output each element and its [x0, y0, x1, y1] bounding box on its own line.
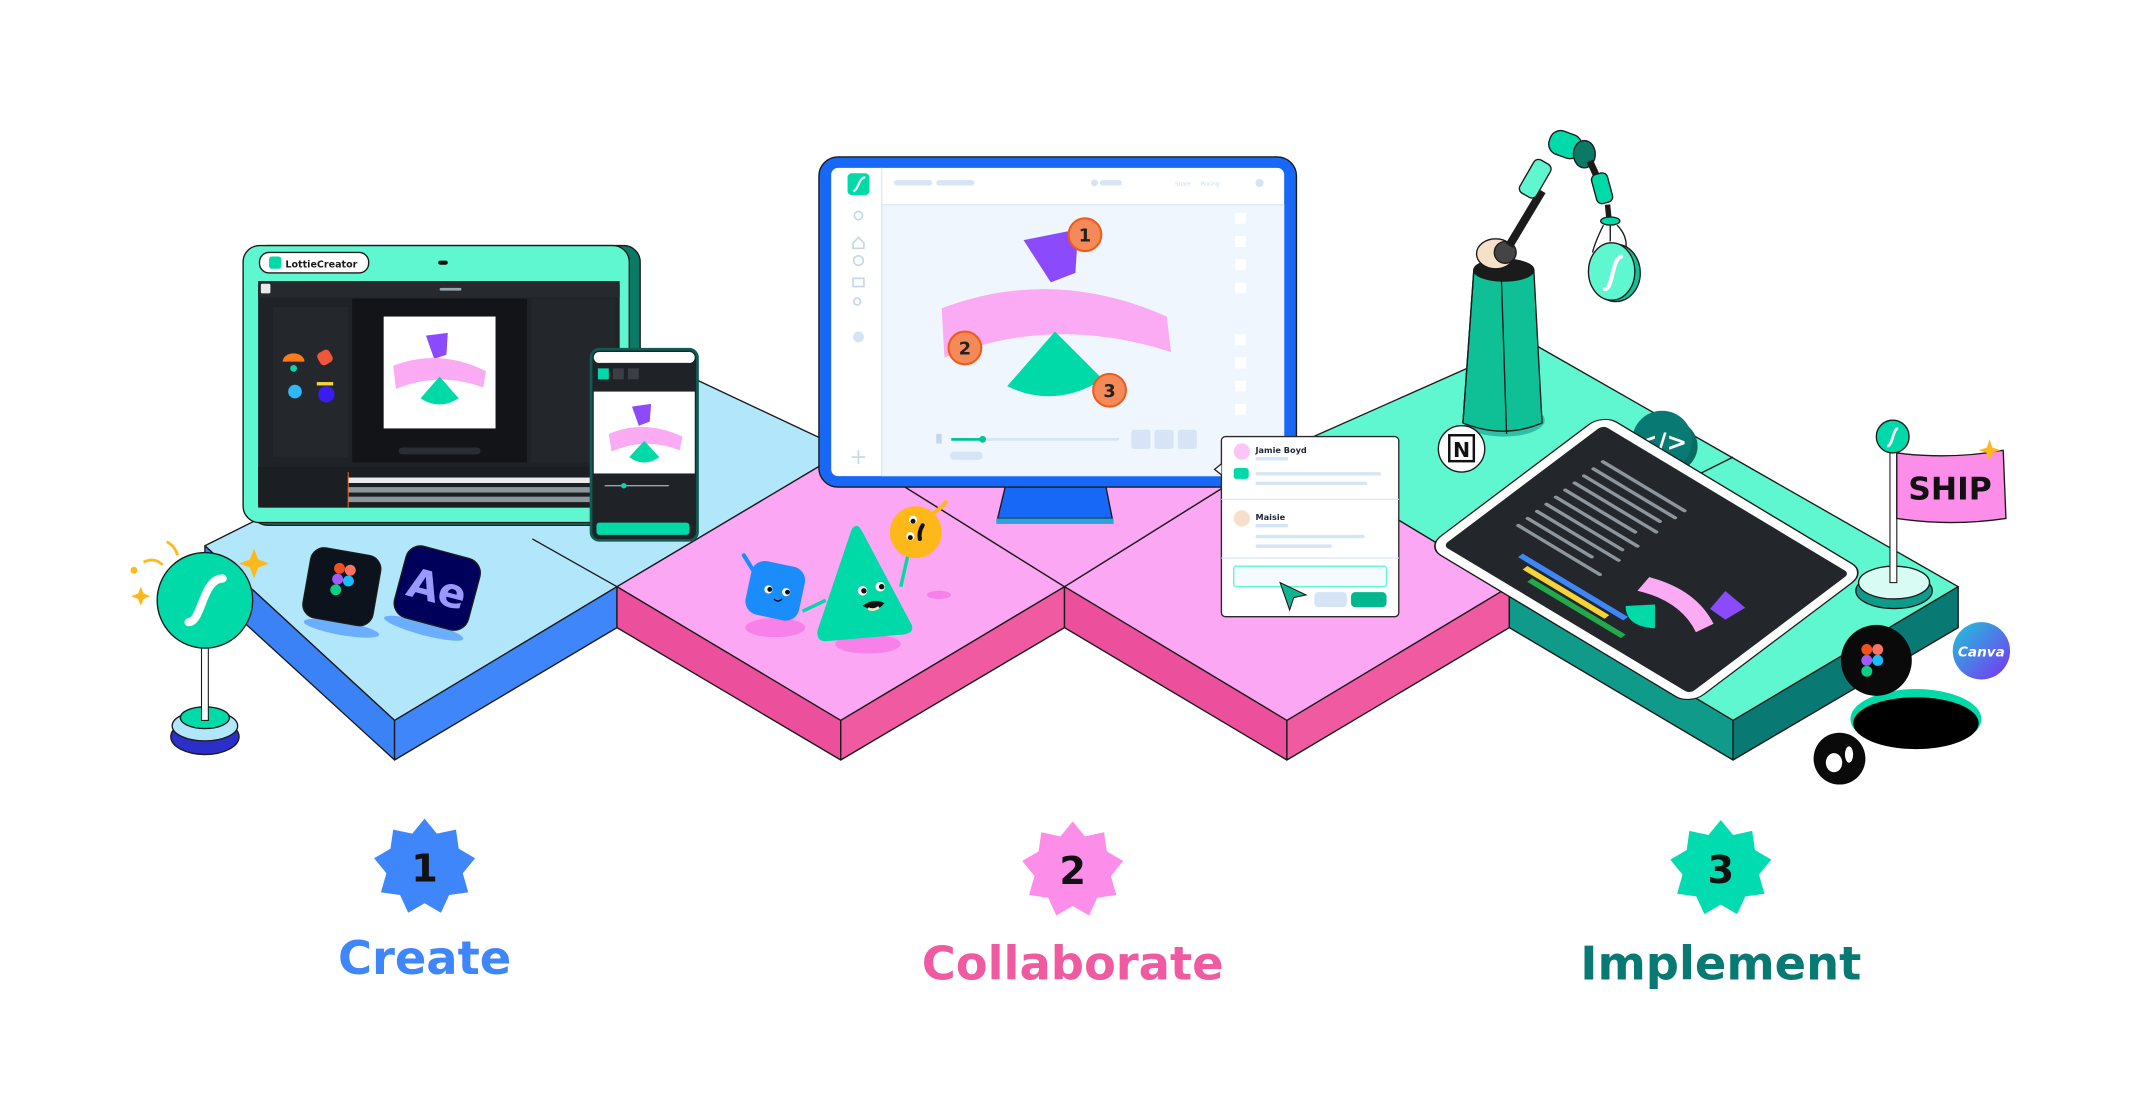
framer-icon [1813, 732, 1866, 785]
cancel-button[interactable] [1314, 592, 1347, 608]
ship-label: SHIP [1908, 471, 1992, 507]
step-implement: 3 Implement [1580, 820, 1861, 991]
pricing-link[interactable]: Pricing [1201, 182, 1219, 188]
asset-thumbnails [282, 349, 335, 403]
svg-text:3: 3 [1103, 382, 1115, 402]
portal-hole [1853, 697, 1979, 750]
search-icon[interactable] [853, 210, 864, 221]
svg-text:1: 1 [411, 847, 438, 891]
green-triangle-character [817, 525, 913, 642]
laptop-brand-label: LottieCreator [285, 259, 357, 270]
breadcrumb [893, 180, 933, 186]
yellow-character [889, 500, 948, 559]
green-shape [1007, 331, 1103, 397]
comment-maisie[interactable]: Maisie [1233, 510, 1365, 548]
collaborate-section: Share Pricing 1 2 [741, 156, 1400, 654]
comment-input[interactable] [1233, 565, 1388, 588]
figma-icon [302, 547, 382, 638]
svg-text:3: 3 [1707, 849, 1734, 893]
step-create: 1 Create [338, 818, 511, 985]
lottie-logo-icon [184, 574, 227, 627]
svg-text:1: 1 [1079, 227, 1091, 247]
laptop-lottie-creator: LottieCreator [242, 244, 641, 526]
svg-text:2: 2 [959, 340, 971, 360]
lottiecreator-badge: LottieCreator [258, 251, 370, 274]
step-label-implement: Implement [1580, 937, 1861, 991]
comment-marker-1[interactable]: 1 [1067, 217, 1103, 253]
tablet [1434, 418, 1859, 701]
share-button[interactable]: Share [1175, 182, 1191, 188]
canva-icon: Canva [1952, 622, 2011, 680]
comment-marker-2[interactable]: 2 [947, 330, 983, 366]
characters [741, 500, 952, 654]
badge-1 [374, 818, 476, 913]
pause-button[interactable] [936, 433, 942, 444]
step-label-create: Create [338, 931, 511, 985]
figma-ball-icon [1840, 624, 1912, 696]
comment-jamie-boyd[interactable]: Jamie Boyd [1233, 443, 1382, 486]
lottie-logo-icon [1602, 254, 1624, 292]
robot-arm [1462, 129, 1641, 437]
cursor-icon [1279, 581, 1308, 612]
comment-marker-3[interactable]: 3 [1092, 372, 1127, 408]
lottie-pin [130, 540, 270, 756]
user-avatar[interactable] [1255, 178, 1264, 187]
folder-icon[interactable] [852, 277, 865, 288]
purple-shape [1023, 229, 1079, 283]
blue-character [741, 553, 806, 621]
comment-author: Maisie [1256, 512, 1286, 522]
svg-text:Canva: Canva [1958, 644, 2005, 660]
sparkle-icon [239, 548, 270, 579]
badge-2 [1022, 821, 1124, 916]
notion-icon: N [1437, 425, 1486, 473]
svg-text:2: 2 [1059, 850, 1086, 894]
home-icon[interactable] [852, 236, 865, 250]
avatar[interactable] [853, 331, 864, 343]
post-button[interactable] [1351, 592, 1387, 608]
monitor: Share Pricing 1 2 [818, 156, 1298, 488]
phone-preview [589, 347, 699, 542]
step-collaborate: 2 Collaborate [922, 821, 1224, 991]
badge-3 [1670, 820, 1772, 915]
comments-panel: Jamie Boyd Maisie [1213, 435, 1400, 618]
implement-section: N </> [1434, 129, 2011, 785]
globe-icon[interactable] [852, 255, 865, 267]
pink-shape [941, 289, 1171, 358]
create-section: LottieCreator [130, 244, 699, 756]
team-icon[interactable] [852, 297, 862, 306]
svg-text:N: N [1453, 438, 1470, 462]
comment-author: Jamie Boyd [1255, 445, 1307, 455]
after-effects-icon: Ae [384, 545, 481, 641]
step-label-collaborate: Collaborate [922, 937, 1224, 991]
ship-flag: SHIP [1855, 419, 2007, 610]
